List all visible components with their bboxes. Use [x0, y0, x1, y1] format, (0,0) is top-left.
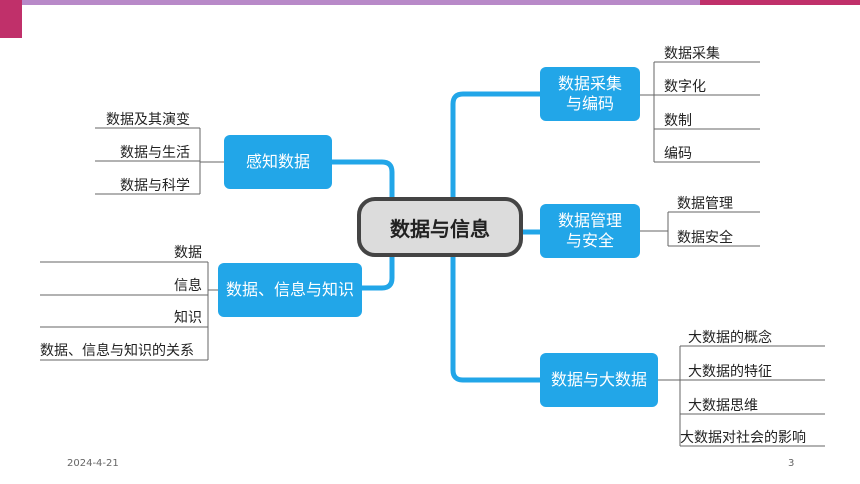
branch-node-collect: 数据采集 与编码: [540, 67, 640, 121]
leaf-collect-1: 数据采集: [664, 46, 720, 62]
leaf-dik-3: 知识: [174, 310, 202, 326]
leaf-bigdata-1: 大数据的概念: [688, 330, 772, 346]
footer-date: 2024-4-21: [67, 458, 119, 469]
leaf-bigdata-2: 大数据的特征: [688, 364, 772, 380]
leaf-bigdata-4: 大数据对社会的影响: [680, 430, 806, 446]
leaf-dik-1: 数据: [174, 245, 202, 261]
leaf-perceive-3: 数据与科学: [120, 178, 190, 194]
branch-node-perceive: 感知数据: [224, 135, 332, 189]
top-accent-bar-right: [700, 0, 860, 5]
leaf-manage-1: 数据管理: [677, 196, 733, 212]
connector-perceive: [329, 159, 395, 203]
leaf-collect-4: 编码: [664, 146, 692, 162]
connector-bigdata: [450, 254, 543, 383]
leaf-perceive-1: 数据及其演变: [106, 112, 190, 128]
branch-node-dik: 数据、信息与知识: [218, 263, 362, 317]
leaf-manage-2: 数据安全: [677, 230, 733, 246]
top-accent-bar: [0, 0, 860, 5]
leaf-dik-4: 数据、信息与知识的关系: [40, 343, 194, 359]
leaf-collect-3: 数制: [664, 113, 692, 129]
branch-node-bigdata: 数据与大数据: [540, 353, 658, 407]
connector-collect: [450, 91, 543, 203]
center-node: 数据与信息: [357, 197, 523, 257]
leaf-dik-2: 信息: [174, 278, 202, 294]
corner-accent: [0, 0, 22, 38]
leaf-bigdata-3: 大数据思维: [688, 398, 758, 414]
branch-node-manage: 数据管理 与安全: [540, 204, 640, 258]
leaf-collect-2: 数字化: [664, 79, 706, 95]
page-number: 3: [788, 458, 795, 469]
leaf-perceive-2: 数据与生活: [120, 145, 190, 161]
connector-dik: [359, 254, 395, 291]
